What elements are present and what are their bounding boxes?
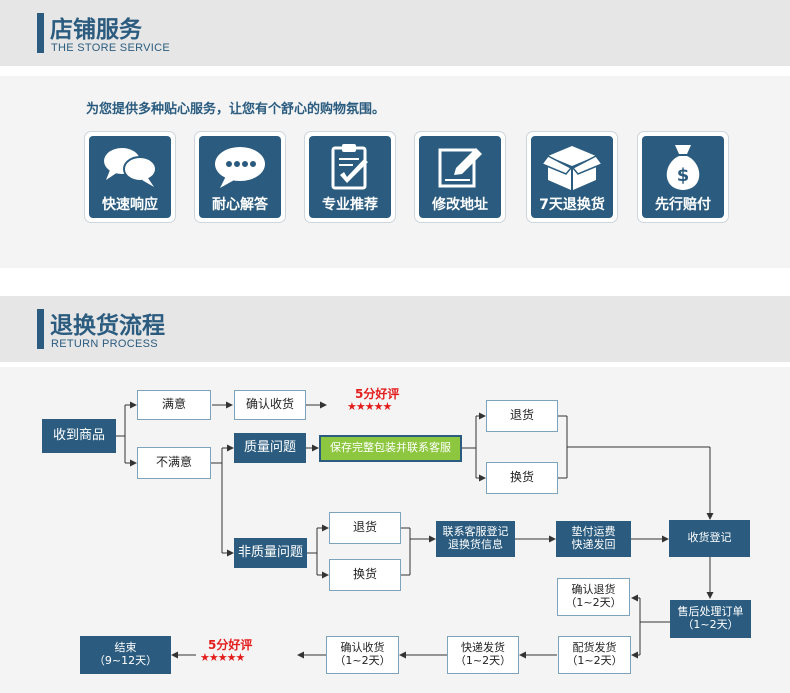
chat-bubbles-icon	[89, 140, 171, 194]
node-text: 确认退货	[571, 583, 616, 597]
node-text: 结束	[114, 641, 137, 655]
return-process-title: 退换货流程	[50, 313, 165, 339]
node-prepay-shipping: 垫付运费快递发回	[556, 521, 631, 557]
service-label: 快速响应	[102, 197, 158, 213]
node-duration: （1~2天）	[454, 654, 512, 667]
service-item-fast-response: 快速响应	[84, 131, 176, 223]
node-after-sales: 售后处理订单 （1~2天）	[670, 600, 751, 638]
node-text: 确认收货	[340, 641, 385, 655]
node-express-delivery: 快递发货 （1~2天）	[447, 636, 519, 674]
node-duration: （1~2天）	[682, 618, 739, 631]
service-label: 专业推荐	[322, 197, 378, 213]
service-item-pro-recommend: 专业推荐	[304, 131, 396, 223]
node-confirm-receipt-top: 确认收货	[234, 390, 306, 420]
node-duration: （1~2天）	[334, 654, 391, 667]
service-item-change-address: 修改地址	[414, 131, 506, 223]
rating-label-bottom: 5分好评	[208, 638, 253, 652]
service-tagline: 为您提供多种贴心服务，让您有个舒心的购物氛围。	[86, 102, 386, 117]
rating-stars-bottom: ★★★★★	[200, 651, 245, 664]
node-text: 配货发货	[572, 641, 617, 655]
store-service-panel: 为您提供多种贴心服务，让您有个舒心的购物氛围。 快速响应	[0, 76, 790, 268]
service-item-advance-compensation: $ 先行赔付	[637, 131, 729, 223]
clipboard-check-icon	[309, 140, 391, 194]
node-return-mid: 退货	[329, 512, 401, 544]
node-duration: （1~2天）	[565, 596, 622, 609]
node-exchange-top: 换货	[486, 462, 558, 494]
service-label: 耐心解答	[212, 197, 268, 213]
service-item-7day-return: 7天退换货	[526, 131, 618, 223]
service-label: 修改地址	[432, 197, 488, 213]
store-service-header: 店铺服务 THE STORE SERVICE	[0, 0, 790, 66]
node-text: 售后处理订单	[677, 605, 744, 619]
node-non-quality-issue: 非质量问题	[234, 538, 307, 568]
node-ship-out: 配货发货 （1~2天）	[558, 636, 631, 674]
svg-text:$: $	[677, 165, 690, 186]
service-item-patient-answer: 耐心解答	[194, 131, 286, 223]
node-keep-package: 保存完整包装并联系客服	[319, 435, 462, 462]
node-quality-issue: 质量问题	[234, 433, 306, 463]
rating-stars-top: ★★★★★	[347, 400, 392, 413]
node-duration: （1~2天）	[566, 654, 623, 667]
node-exchange-mid: 换货	[329, 559, 401, 591]
node-unsatisfied: 不满意	[137, 447, 211, 479]
node-duration: （9~12天）	[93, 654, 158, 667]
node-satisfied: 满意	[137, 390, 211, 420]
store-service-title: 店铺服务	[50, 17, 142, 43]
service-label: 先行赔付	[655, 197, 711, 213]
return-process-subtitle: RETURN PROCESS	[51, 338, 158, 350]
return-process-header: 退换货流程 RETURN PROCESS	[0, 296, 790, 362]
money-bag-icon: $	[642, 140, 724, 194]
node-contact-service: 联系客服登记退换货信息	[436, 521, 515, 557]
speech-bubble-dots-icon	[199, 140, 281, 194]
header-accent-bar	[37, 13, 44, 53]
box-icon	[531, 140, 613, 194]
edit-pen-icon	[419, 140, 501, 194]
node-receipt-register: 收货登记	[669, 520, 750, 557]
rating-label-top: 5分好评	[355, 387, 400, 401]
node-end: 结束 （9~12天）	[80, 636, 171, 674]
node-confirm-return: 确认退货 （1~2天）	[557, 578, 630, 616]
node-confirm-receipt-bottom: 确认收货 （1~2天）	[326, 636, 399, 674]
node-receive-goods: 收到商品	[42, 419, 116, 453]
store-service-subtitle: THE STORE SERVICE	[51, 42, 170, 54]
node-return-top: 退货	[486, 400, 558, 432]
node-text: 快递发货	[461, 641, 505, 655]
header-accent-bar	[37, 309, 44, 349]
service-label: 7天退换货	[539, 197, 605, 213]
